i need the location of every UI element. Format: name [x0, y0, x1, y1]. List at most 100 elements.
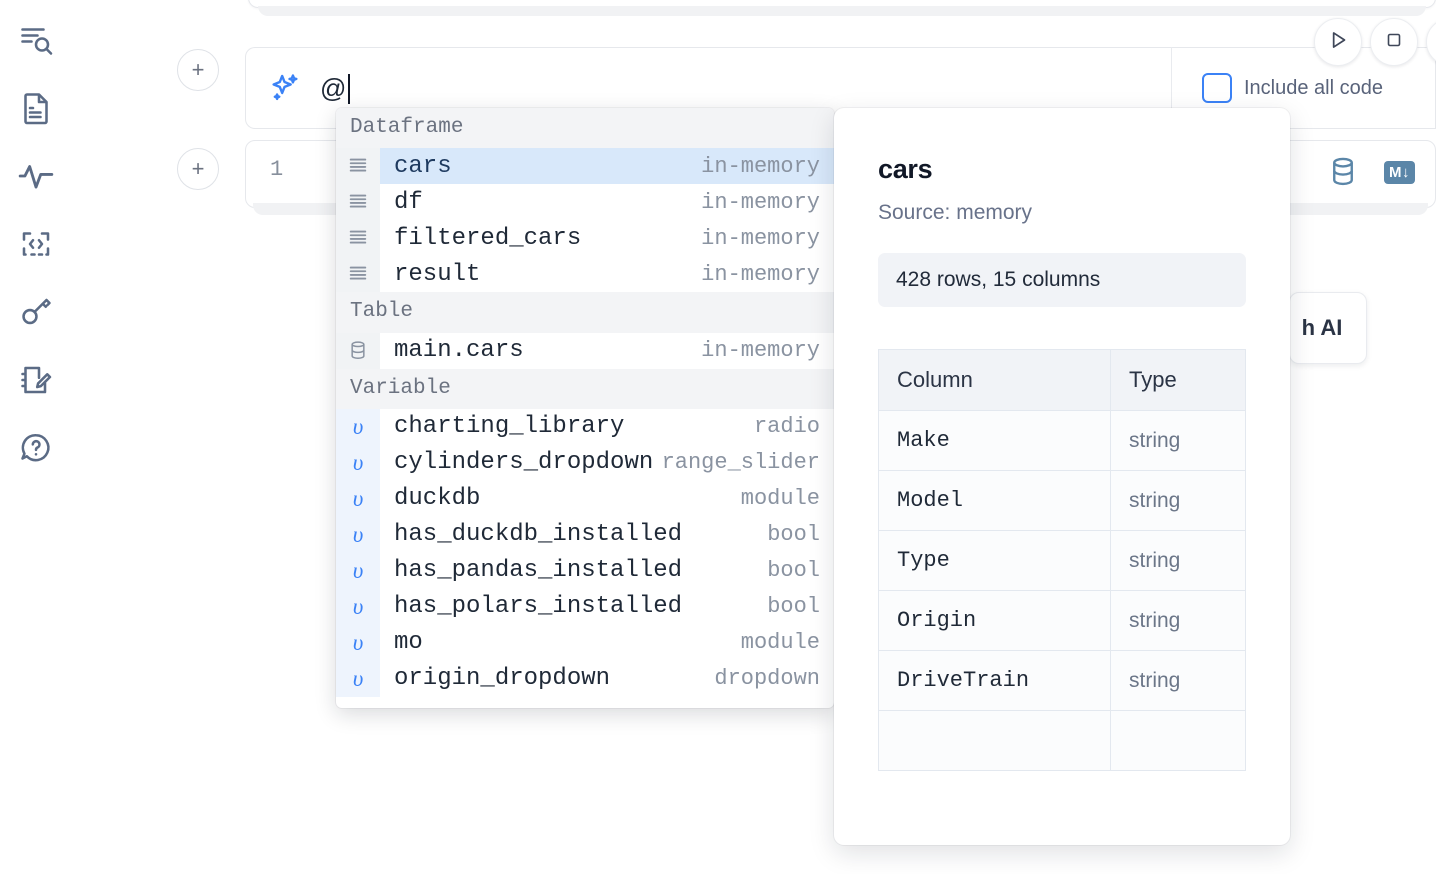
- table-header-row: Column Type: [878, 349, 1246, 411]
- ai-prompt-value: @: [320, 72, 347, 103]
- autocomplete-item-name: main.cars: [394, 337, 524, 364]
- stop-square-icon: [1382, 28, 1406, 57]
- variable-upsilon-icon: υ: [336, 624, 380, 661]
- ai-prompt-input[interactable]: @: [320, 73, 350, 104]
- schema-column-type: string: [1110, 470, 1246, 531]
- sidebar-item-secrets[interactable]: [12, 288, 60, 336]
- schema-column-type: [1110, 710, 1246, 771]
- database-icon: [336, 332, 380, 369]
- code-line-number: 1: [270, 157, 284, 182]
- variable-upsilon-icon: υ: [336, 660, 380, 697]
- activity-pulse-icon: [17, 157, 55, 195]
- autocomplete-item-name: mo: [394, 629, 423, 657]
- autocomplete-item-name: cars: [394, 152, 452, 180]
- autocomplete-item-name: df: [394, 188, 423, 216]
- schema-column-type: string: [1110, 650, 1246, 711]
- sidebar-item-explore-search[interactable]: [12, 16, 60, 64]
- document-icon: [18, 90, 54, 126]
- cell-tool-group: M↓: [1328, 155, 1415, 189]
- autocomplete-item-meta: in-memory: [701, 338, 820, 363]
- autocomplete-item-meta: in-memory: [701, 261, 820, 287]
- variable-upsilon-icon: υ: [336, 408, 380, 445]
- autocomplete-item-name: origin_dropdown: [394, 665, 611, 693]
- database-icon[interactable]: [1328, 155, 1358, 189]
- variable-upsilon-icon: υ: [336, 588, 380, 625]
- variable-upsilon-icon: υ: [336, 552, 380, 589]
- autocomplete-item-meta: in-memory: [701, 225, 820, 251]
- include-all-code-label: Include all code: [1244, 76, 1383, 99]
- variable-upsilon-icon: υ: [336, 480, 380, 517]
- markdown-icon[interactable]: M↓: [1384, 160, 1415, 184]
- list-search-icon: [18, 22, 54, 58]
- sidebar-item-scratchpad[interactable]: [12, 356, 60, 404]
- plus-icon: +: [191, 57, 205, 82]
- preview-title: cars: [878, 154, 933, 184]
- preview-source: Source: memory: [878, 201, 1033, 224]
- run-cell-button[interactable]: [1314, 18, 1362, 66]
- notepad-pencil-icon: [18, 362, 54, 398]
- schema-column-name: Type: [878, 530, 1111, 591]
- code-brackets-icon: [18, 226, 54, 262]
- previous-cell-shadow: [258, 6, 1426, 16]
- header-column: Column: [878, 349, 1111, 411]
- include-all-code-checkbox[interactable]: [1202, 73, 1232, 103]
- autocomplete-item-name: has_duckdb_installed: [394, 521, 683, 549]
- dataframe-icon: [336, 184, 380, 221]
- autocomplete-item-name: cylinders_dropdown: [394, 449, 654, 477]
- dataframe-icon: [336, 220, 380, 257]
- sidebar-item-snippets[interactable]: [12, 220, 60, 268]
- autocomplete-group-header: Variable: [336, 368, 834, 409]
- with-ai-chip-label: h AI: [1301, 315, 1343, 340]
- sidebar-rail: [0, 0, 72, 874]
- autocomplete-item-meta: radio: [753, 414, 820, 440]
- play-triangle-icon: [1325, 27, 1351, 58]
- add-cell-button-above[interactable]: +: [177, 49, 219, 91]
- autocomplete-item[interactable]: main.cars in-memory: [336, 332, 834, 369]
- sidebar-item-notebook-file[interactable]: [12, 84, 60, 132]
- plus-icon: +: [191, 156, 205, 181]
- autocomplete-item-meta: bool: [767, 558, 820, 584]
- autocomplete-item-meta: bool: [767, 594, 820, 620]
- autocomplete-item-meta: module: [740, 630, 820, 656]
- schema-column-type: string: [1110, 410, 1246, 471]
- autocomplete-item-name: duckdb: [394, 485, 481, 513]
- schema-column-name: DriveTrain: [878, 650, 1111, 711]
- add-cell-button-below[interactable]: +: [177, 148, 219, 190]
- sidebar-item-activity[interactable]: [12, 152, 60, 200]
- autocomplete-item-meta: dropdown: [714, 666, 820, 692]
- table-row: [878, 710, 1246, 771]
- dataframe-icon: [336, 148, 380, 185]
- variable-upsilon-icon: υ: [336, 516, 380, 553]
- schema-column-name: Make: [878, 410, 1111, 471]
- autocomplete-item[interactable]: υ has_pandas_installed bool: [336, 552, 834, 589]
- autocomplete-group-header: Dataframe: [336, 108, 834, 149]
- autocomplete-item[interactable]: result in-memory: [336, 256, 834, 293]
- autocomplete-item-meta: bool: [767, 522, 820, 548]
- schema-column-type: string: [1110, 590, 1246, 651]
- with-ai-chip[interactable]: h AI: [1289, 292, 1367, 364]
- autocomplete-item[interactable]: υ has_duckdb_installed bool: [336, 516, 834, 553]
- include-all-code-row[interactable]: Include all code: [1202, 73, 1383, 103]
- autocomplete-item[interactable]: υ origin_dropdown dropdown: [336, 660, 834, 697]
- autocomplete-item-name: has_pandas_installed: [394, 557, 683, 585]
- stop-cell-button[interactable]: [1370, 18, 1418, 66]
- symbol-preview-panel: cars Source: memory 428 rows, 15 columns…: [834, 108, 1290, 845]
- schema-column-name: Model: [878, 470, 1111, 531]
- sidebar-item-help[interactable]: [12, 424, 60, 472]
- autocomplete-item-name: result: [394, 260, 481, 288]
